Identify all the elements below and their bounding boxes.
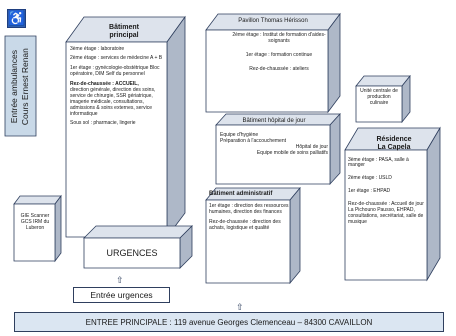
hopital-de-jour-block	[215, 112, 341, 186]
residence-capela-floor1: 1er étage : EHPAD	[348, 188, 391, 195]
pavillon-herisson-title: Pavillon Thomas Hérisson	[238, 18, 308, 24]
urgences-label: URGENCES	[106, 248, 158, 258]
batiment-principal-floor1: 1er étage : gynécologie-obstétrique Bloc…	[70, 65, 160, 78]
batiment-principal-ground-text: direction générale, direction des soins,…	[70, 86, 156, 117]
residence-capela-block	[344, 126, 441, 282]
emergency-entrance-arrow-icon: ⇧	[116, 275, 124, 285]
administratif-title: Bâtiment administratif	[209, 191, 273, 197]
administratif-text: Bâtiment administratif 1er étage : direc…	[209, 191, 289, 232]
residence-capela-floor2: 2ème étage : USLD	[348, 175, 392, 182]
hopital-de-jour-line1: Equipe d'hygiène	[220, 132, 259, 139]
ambulance-entrance-line1: Entrée ambulances	[8, 50, 19, 124]
hopital-de-jour-line2: Préparation à l'accouchement	[220, 137, 286, 144]
wheelchair-access-icon: ♿	[7, 9, 26, 28]
ambulance-entrance-label: Entrée ambulances Cours Ernest Renan	[4, 42, 34, 132]
pavillon-herisson-floor1: 1er étage : formation continue	[245, 51, 313, 58]
batiment-principal-ground-title: Rez-de-chaussée : ACCUEIL,	[70, 81, 139, 88]
main-entrance-banner: ENTREE PRINCIPALE : 119 avenue Georges C…	[14, 312, 444, 332]
batiment-principal-floor2: 2ème étage : services de médecine A + B	[70, 55, 163, 62]
residence-capela-floor3: 3ème étage : PASA, salle à manger	[348, 156, 409, 169]
batiment-principal-floor3: 3ème étage : laboratoire	[70, 45, 125, 52]
hopital-de-jour-text: Bâtiment hôpital de jour Equipe d'hygièn…	[220, 118, 328, 157]
pavillon-herisson-text: Pavillon Thomas Hérisson 2ème étage : In…	[210, 18, 336, 73]
administratif-block	[205, 186, 301, 285]
hopital-de-jour-title: Bâtiment hôpital de jour	[242, 118, 306, 124]
hopital-de-jour-line4: Equipe mobile de soins palliatifs	[256, 149, 328, 156]
ambulance-entrance-line2: Cours Ernest Renan	[19, 48, 30, 126]
batiment-principal-text: Bâtiment principal 3ème étage : laborato…	[70, 24, 166, 127]
residence-capela-title: Résidence La Capela	[376, 136, 412, 152]
pavillon-herisson-ground: Rez-de-chaussée : ateliers	[249, 65, 309, 72]
gie-scanner-text: GIE Scanner GCS IRM du Luberon	[20, 213, 50, 231]
pavillon-herisson-floor2: 2ème étage : Institut de formation d'aid…	[232, 32, 326, 44]
batiment-principal-block	[65, 15, 186, 239]
residence-capela-ground: Rez-de-chaussée : Accueil de jour La Pic…	[348, 201, 424, 225]
hopital-de-jour-line3: Hôpital de jour	[295, 143, 328, 150]
unite-culinaire-block	[355, 74, 411, 124]
main-entrance-arrow-icon: ⇧	[236, 302, 244, 312]
batiment-principal-title: Bâtiment principal	[109, 24, 139, 40]
pavillon-herisson-block	[205, 12, 341, 114]
batiment-principal-basement: Sous sol : pharmacie, lingerie	[70, 120, 136, 127]
urgences-block	[83, 225, 193, 269]
residence-capela-text: Résidence La Capela 3ème étage : PASA, s…	[348, 136, 426, 226]
unite-culinaire-text: Unité centrale de production culinaire	[360, 88, 398, 106]
administratif-ground: Rez-de-chaussée : direction des achats, …	[209, 218, 281, 231]
administratif-floor1: 1er étage : direction des ressources hum…	[209, 203, 289, 215]
ambulance-entrance-block	[4, 35, 37, 137]
gie-scanner-block	[13, 194, 62, 263]
emergency-entrance-label: Entrée urgences	[73, 287, 170, 303]
